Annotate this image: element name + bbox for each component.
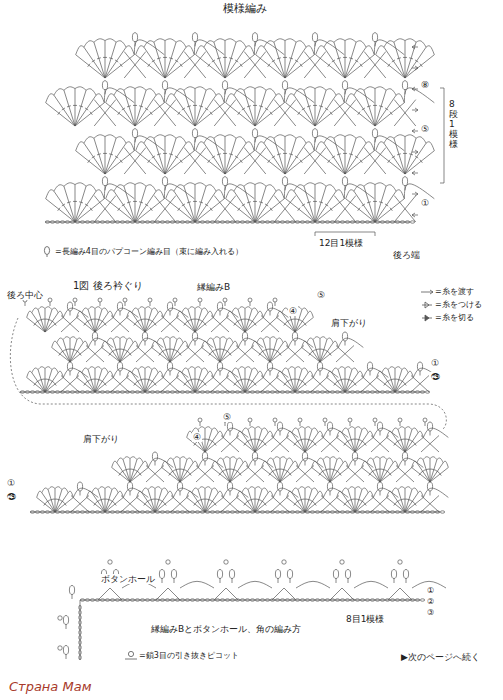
legend-text: =鎖3目の引き抜きピコット [139, 650, 239, 661]
legend-entry: =糸を切る [420, 312, 474, 323]
legend-text: =糸を切る [435, 312, 474, 323]
watermark: Страна Мам [8, 680, 92, 695]
legend-entry: =鎖3目の引き抜きピコット [124, 650, 239, 661]
chart-label: 8目1模様 [345, 614, 385, 624]
legend-text: =糸をつける [435, 299, 482, 310]
chart-label: ④ [288, 306, 298, 316]
chart-label: ④ [192, 432, 202, 442]
chart-label: ㉙ [6, 492, 17, 502]
legend-entry: =長編み4目のパプコーン編み目（束に編み入れる） [40, 246, 243, 257]
chart-label: 肩下がり [330, 318, 368, 328]
chart-label: ② [426, 597, 435, 606]
legend-entry: =糸をつける [420, 299, 482, 310]
chart-label: ⑤ [316, 290, 326, 300]
legend-entry: =糸を渡す [420, 286, 474, 297]
chart-label: 12目1模様 [318, 238, 364, 248]
legend-symbol [124, 650, 138, 661]
chart-label: 1図 後ろ衿ぐり [72, 280, 144, 292]
legend-text: =糸を渡す [435, 286, 474, 297]
chart-label: 縁編みBとボタンホール、角の編み方 [150, 624, 302, 634]
chart-label: ① [420, 198, 430, 208]
chart-label: ▶次のページへ続く [400, 652, 481, 662]
chart-label: 肩下がり [82, 434, 120, 444]
chart-label: ⑤ [222, 412, 232, 422]
legend-symbol [420, 312, 434, 323]
chart-label: ③ [426, 608, 435, 617]
legend-text: =長編み4目のパプコーン編み目（束に編み入れる） [55, 246, 243, 257]
chart-label: 後ろ中心 [6, 290, 44, 300]
legend-symbol [40, 246, 54, 257]
chart-label: ⑧ [420, 80, 430, 90]
chart-label: ボタンホール [100, 574, 156, 584]
legend-symbol [420, 286, 434, 297]
chart-label: ① [430, 358, 440, 368]
chart-label: ㉙ [430, 372, 441, 382]
chart-title: 模様編み [222, 3, 268, 16]
legend-symbol [420, 299, 434, 310]
chart-label: 8段1模様 [448, 100, 459, 149]
chart-label: 縁編みB [196, 282, 231, 292]
chart-label: ⑤ [420, 124, 430, 134]
chart-label: ① [426, 586, 435, 595]
chart-label: 後ろ端 [392, 250, 421, 260]
chart-label: ① [6, 478, 16, 488]
